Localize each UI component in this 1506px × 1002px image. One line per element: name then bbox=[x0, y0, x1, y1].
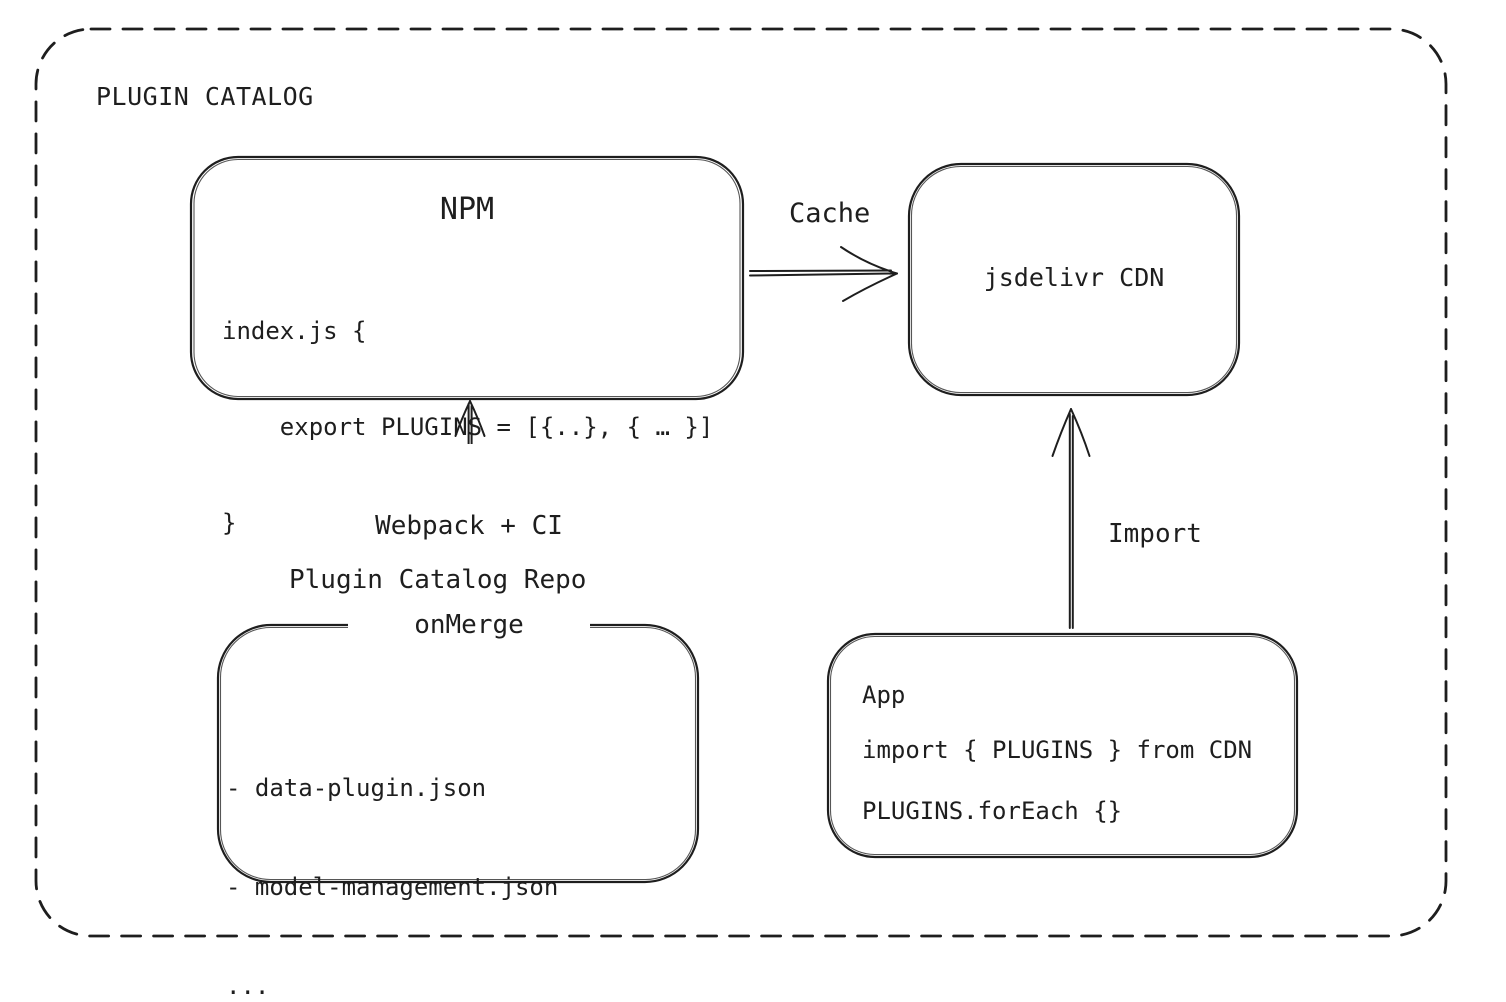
app-code-line: import { PLUGINS } from CDN bbox=[862, 736, 1253, 764]
repo-file-item: - data-plugin.json bbox=[226, 774, 487, 802]
app-code-line: PLUGINS.forEach {} bbox=[862, 797, 1123, 825]
npm-node-title: NPM bbox=[439, 192, 495, 227]
npm-code-line: index.js { bbox=[222, 317, 367, 345]
build-arrow-label: Webpack + CI onMerge bbox=[348, 444, 590, 708]
import-arrow-label: Import bbox=[1108, 519, 1202, 549]
npm-code-line: } bbox=[222, 509, 237, 537]
cache-arrow-label: Cache bbox=[789, 198, 871, 229]
build-arrow-label-line2: onMerge bbox=[414, 610, 524, 640]
app-node-title: App bbox=[862, 681, 906, 709]
cdn-node-outline bbox=[907, 162, 1241, 397]
cdn-node-label: jsdelivr CDN bbox=[983, 263, 1165, 292]
repo-file-item: - model-management.json bbox=[226, 873, 559, 901]
cache-arrow bbox=[749, 246, 898, 302]
app-node-outline bbox=[826, 632, 1299, 859]
catalog-boundary-outline bbox=[34, 27, 1448, 938]
build-arrow-label-line1: Webpack + CI bbox=[375, 511, 563, 541]
repo-node-files: - data-plugin.json - model-management.js… bbox=[226, 706, 558, 1002]
repo-file-item: ... bbox=[226, 972, 270, 1000]
import-arrow bbox=[1051, 408, 1091, 629]
diagram-title: PLUGIN CATALOG bbox=[96, 82, 314, 111]
npm-node-code: index.js { export PLUGINS = [{..}, { … }… bbox=[222, 251, 713, 603]
repo-node-title: Plugin Catalog Repo bbox=[289, 565, 587, 595]
npm-node-outline bbox=[189, 155, 745, 401]
npm-code-line: export PLUGINS = [{..}, { … }] bbox=[222, 413, 714, 441]
